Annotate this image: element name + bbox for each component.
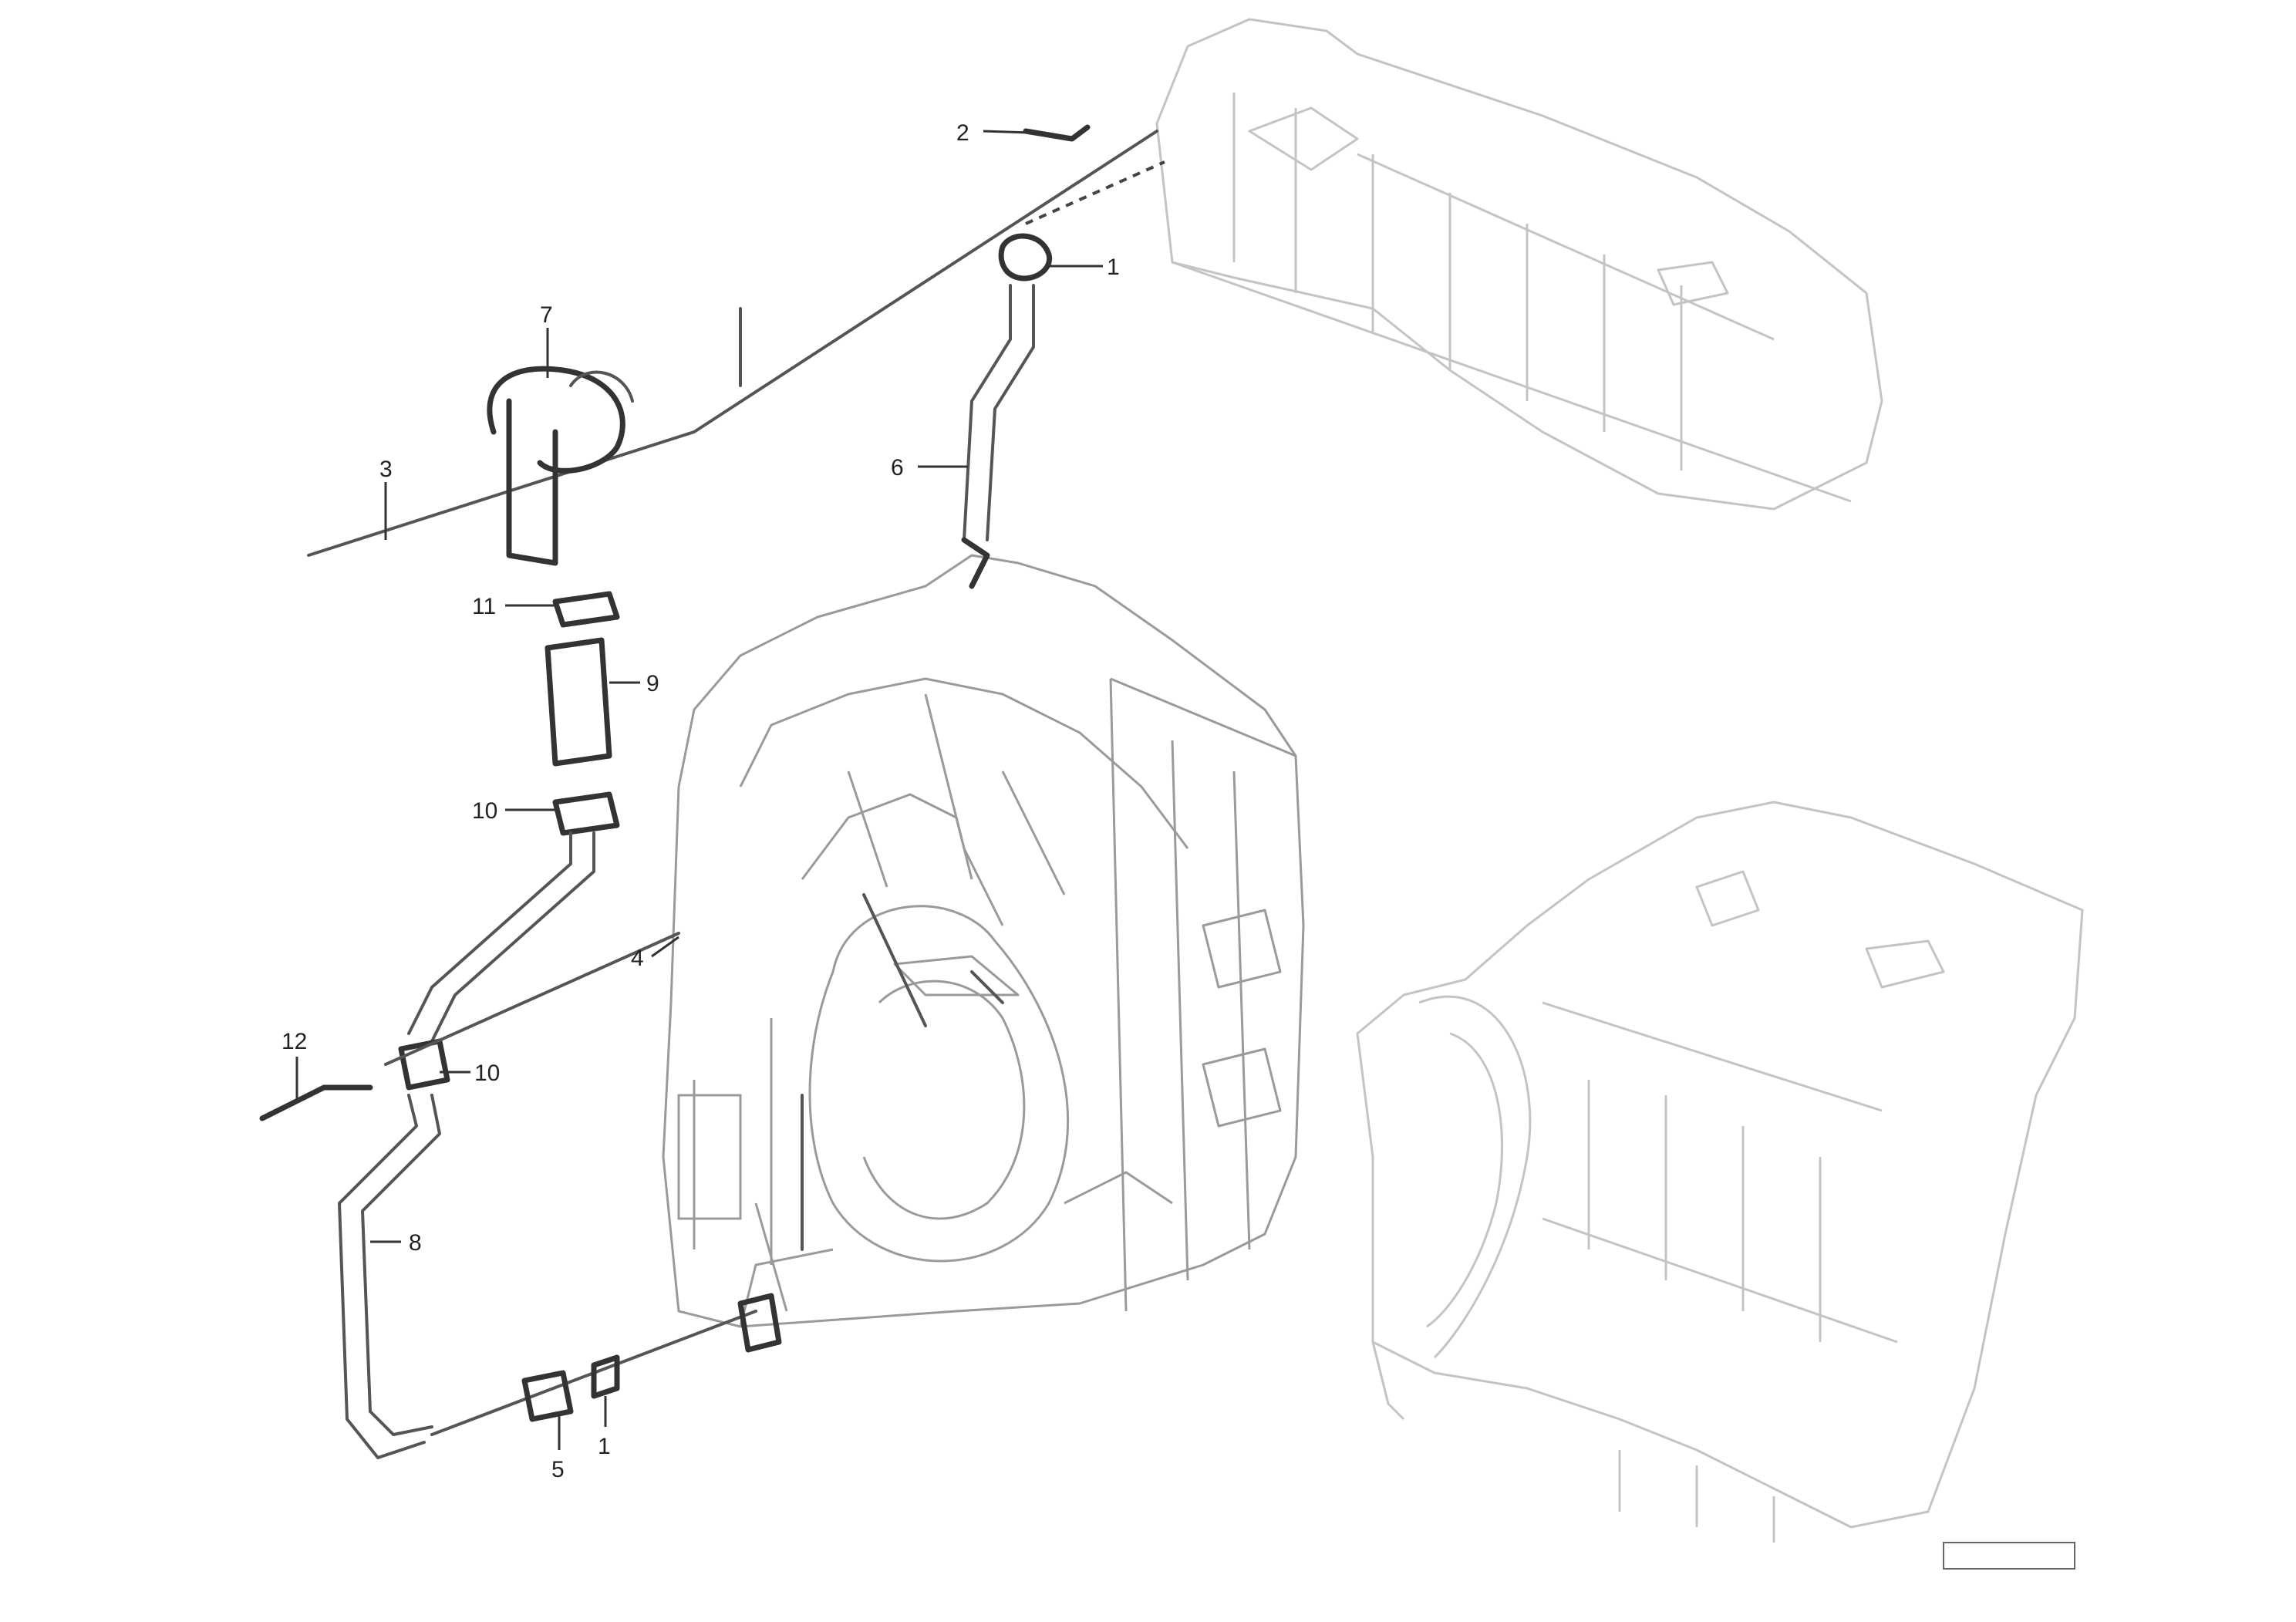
callout-labels: 2 1 7 3 6 11 9 10 4 12 1 10 8 5 1 [282,120,1120,1482]
fitting-1-lower [591,1354,620,1399]
callout-4: 4 [631,946,644,971]
top-bolt [1023,124,1091,142]
pipe-assembly [259,124,1165,1459]
callout-1-bottom: 1 [598,1434,611,1459]
callout-11: 11 [472,594,496,619]
tee-connector [398,1038,450,1091]
engine-block-center [662,554,1305,1328]
callout-3: 3 [379,457,393,482]
bolt-12 [259,1084,373,1121]
fitting-11 [552,591,620,628]
fitting-5 [521,1370,574,1422]
callout-8: 8 [409,1230,422,1256]
filter-bracket [487,366,625,474]
callout-7: 7 [540,302,553,328]
callout-1-top: 1 [1107,255,1120,280]
oil-pan-upper-outline [1155,18,1883,511]
callout-12: 12 [282,1029,307,1054]
callout-5: 5 [551,1457,565,1482]
top-fitting [998,233,1053,282]
callout-9: 9 [646,671,659,696]
drawing-reference [1943,1542,2075,1570]
callout-10: 10 [472,798,497,824]
filter-cartridge [544,637,612,767]
engine-block-right [1356,801,2084,1543]
callout-2-top: 2 [956,120,969,146]
leader-lines [295,130,1103,1450]
fitting-10 [552,791,620,836]
callout-10-lower: 10 [474,1061,500,1086]
callout-6: 6 [891,455,904,481]
